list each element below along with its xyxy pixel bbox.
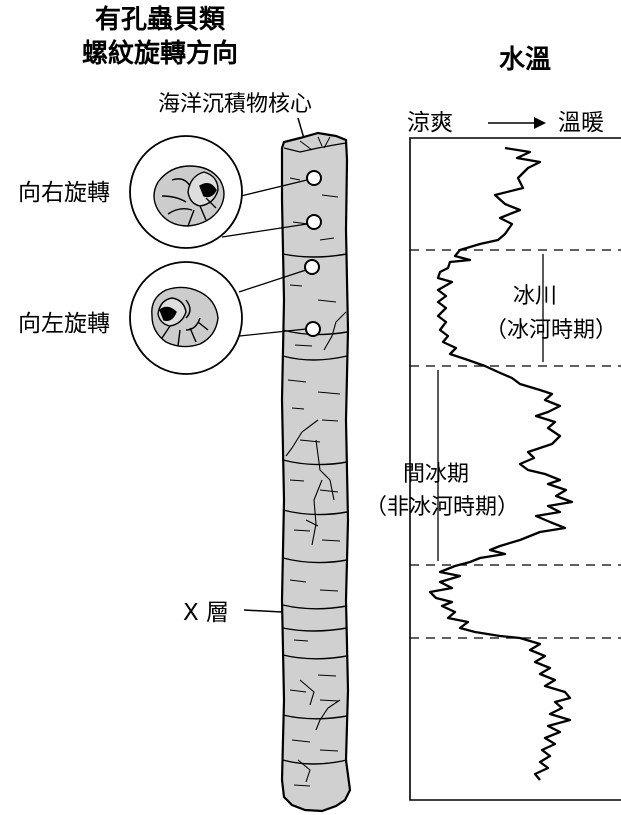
right-coiling-shell <box>129 135 243 249</box>
axis-warm-label: 溫暖 <box>558 110 604 136</box>
glacial-sublabel: （冰河時期） <box>485 318 617 343</box>
coil-right-label: 向右旋轉 <box>18 180 110 206</box>
sample-leaders <box>221 179 308 338</box>
core-samples <box>304 170 322 337</box>
sample-1 <box>306 170 322 186</box>
left-title-line2: 螺紋旋轉方向 <box>82 38 238 69</box>
temperature-curve <box>428 146 574 781</box>
sample-2 <box>306 214 322 230</box>
layer-x-leader <box>243 609 283 613</box>
core-body <box>280 131 352 813</box>
glacial-label: 冰川 <box>513 284 557 309</box>
left-title-line1: 有孔蟲貝類 <box>95 5 226 35</box>
core-layer-bands <box>282 253 348 765</box>
sample-3 <box>304 259 320 275</box>
sediment-core <box>280 131 352 813</box>
axis-arrow-head <box>534 117 546 129</box>
axis-cool-label: 涼爽 <box>407 110 453 136</box>
layer-x-label: X 層 <box>183 600 229 626</box>
core-label: 海洋沉積物核心 <box>158 92 312 117</box>
core-top-cracks <box>299 136 331 151</box>
right-title: 水溫 <box>499 45 551 75</box>
period-boundaries <box>410 249 621 639</box>
interglacial-sublabel: （非冰河時期） <box>365 495 519 520</box>
core-cracks <box>285 311 347 783</box>
core-texture <box>287 177 341 787</box>
core-top-rim <box>283 142 347 153</box>
temperature-graph-frame <box>409 137 621 801</box>
sample-4 <box>305 321 321 337</box>
left-coiling-shell <box>129 261 243 375</box>
coil-left-label: 向左旋轉 <box>18 311 110 337</box>
interglacial-label: 間冰期 <box>403 462 469 487</box>
